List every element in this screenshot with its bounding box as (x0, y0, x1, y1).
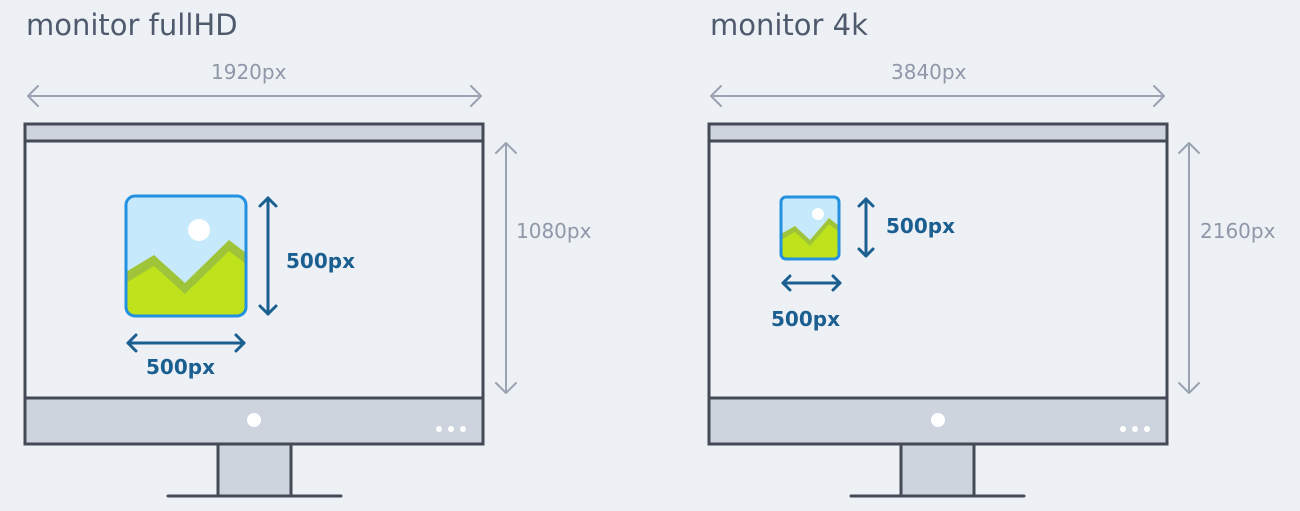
image-icon (779, 195, 841, 261)
image-icon (124, 194, 248, 318)
power-button-icon (247, 413, 261, 427)
width-arrow-left-head (710, 85, 722, 107)
monitor-top-bar (707, 122, 1169, 143)
image-height-label: 500px (286, 249, 355, 273)
monitor-title: monitor 4k (710, 8, 868, 42)
menu-dots-icon (436, 426, 466, 432)
width-arrow-right-head (470, 85, 482, 107)
height-arrow-bottom-head (1178, 382, 1200, 394)
width-label: 1920px (211, 60, 287, 84)
height-arrow-top-head (1178, 142, 1200, 154)
image-height-label: 500px (886, 214, 955, 238)
image-width-label: 500px (146, 355, 215, 379)
monitor-top-bar (23, 122, 485, 143)
monitor-screen (707, 122, 1169, 446)
height-arrow-bottom-head (495, 382, 517, 394)
power-button-icon (931, 413, 945, 427)
menu-dots-icon (1120, 426, 1150, 432)
width-label: 3840px (891, 60, 967, 84)
image-width-arrow (781, 274, 842, 292)
monitor-4k (707, 85, 1200, 498)
monitor-fullhd (23, 85, 517, 498)
height-label: 1080px (516, 219, 592, 243)
image-width-label: 500px (771, 307, 840, 331)
monitor-stand-neck (899, 442, 976, 498)
monitor-screen (23, 122, 485, 446)
image-width-arrow (126, 333, 246, 353)
width-arrow-left-head (27, 85, 39, 107)
monitor-title: monitor fullHD (26, 8, 238, 42)
width-arrow-right-head (1153, 85, 1165, 107)
image-height-arrow (857, 197, 875, 258)
image-height-arrow (258, 196, 278, 316)
height-label: 2160px (1200, 219, 1276, 243)
monitor-stand-neck (216, 442, 293, 498)
height-arrow-top-head (495, 142, 517, 154)
